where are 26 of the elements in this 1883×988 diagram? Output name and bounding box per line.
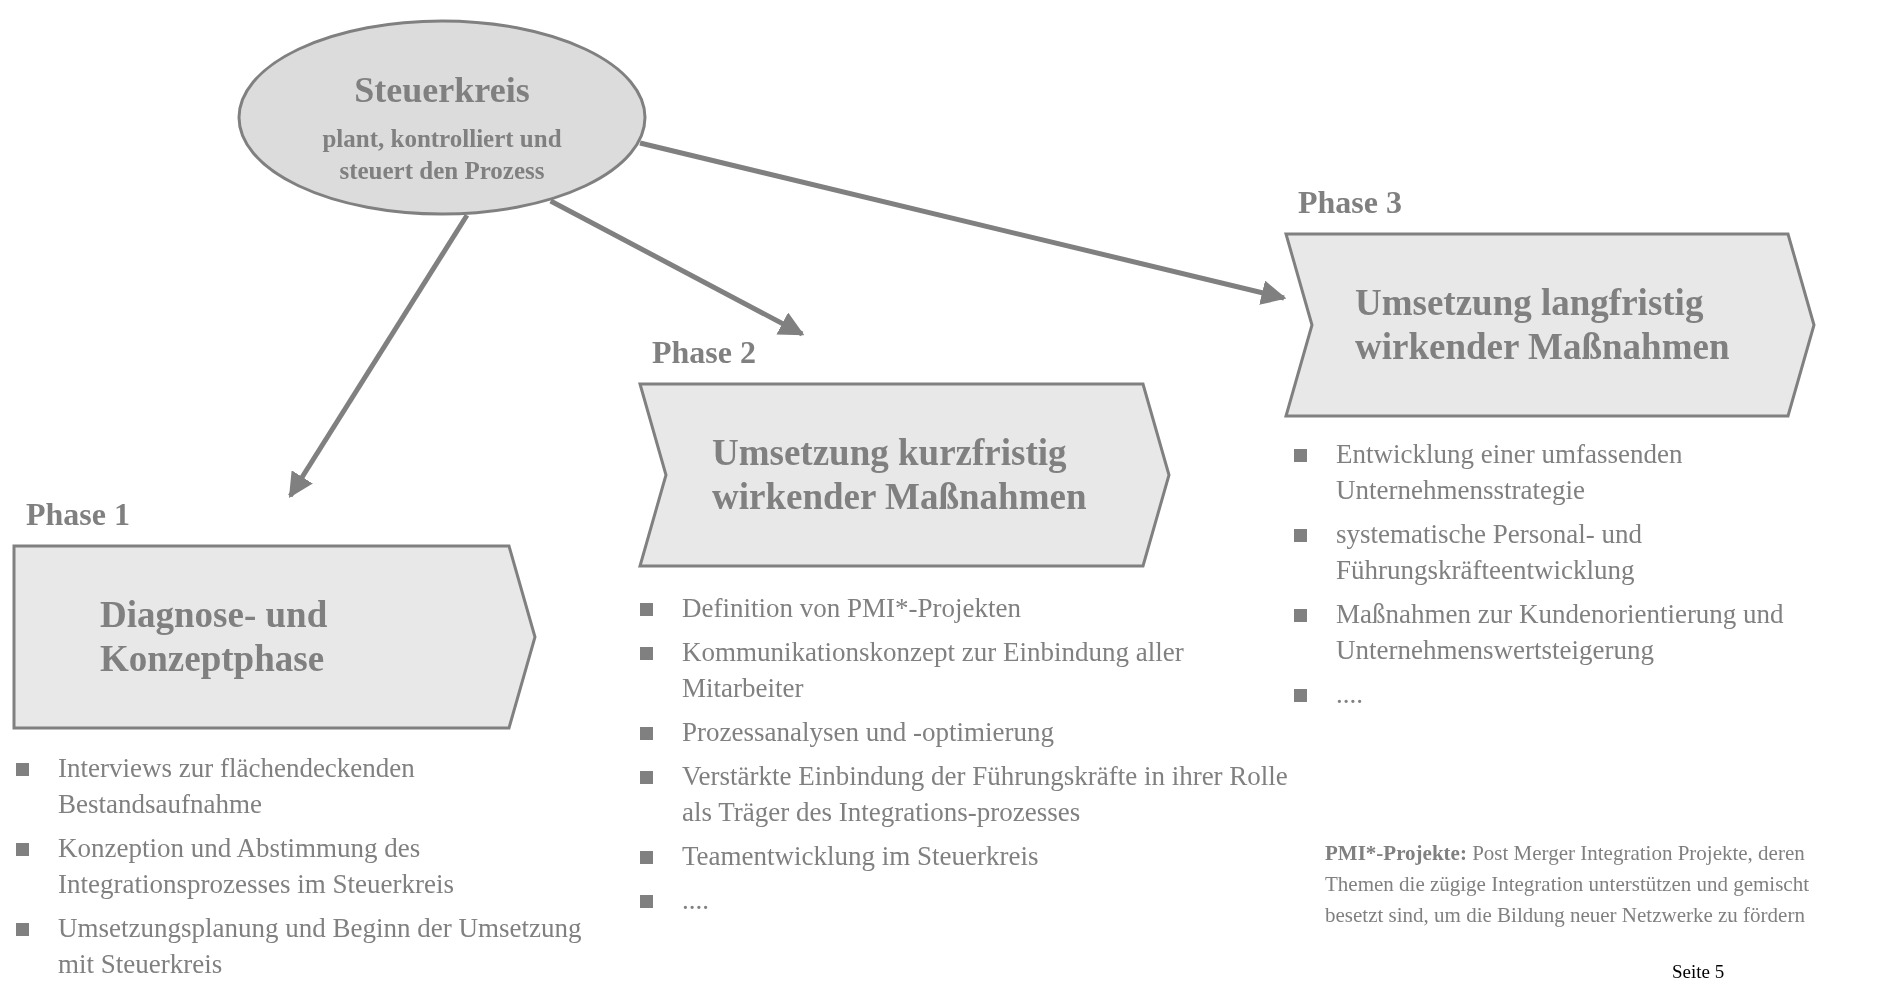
bullet-text: Konzeption und Abstimmung des Integrationsprozesses im Steuerkreis: [58, 833, 454, 899]
bullet-text: Umsetzungsplanung und Beginn der Umsetzung mit Steuerkreis: [58, 913, 582, 979]
steering-committee-ellipse: [237, 19, 647, 216]
ellipse-subtitle: plant, kontrolliert und steuert den Prozess: [321, 124, 563, 186]
bullet-text: Teamentwicklung im Steuerkreis: [682, 841, 1039, 871]
bullet-text: ....: [682, 885, 709, 915]
phase-heading: Phase 1: [26, 496, 130, 533]
ellipse-title: Steuerkreis: [353, 69, 531, 111]
bullet-text: Kommunikationskonzept zur Einbindung aller Mitarbeiter: [682, 637, 1184, 703]
page-number: Seite 5: [1672, 960, 1726, 984]
arrow: [549, 198, 805, 337]
bullet-text: Maßnahmen zur Kundenorientierung und Unternehmenswertsteigerung: [1336, 599, 1784, 665]
bullet-text: Definition von PMI*-Projekten: [682, 593, 1021, 623]
bullet-text: systematische Personal- und Führungskräfteentwicklung: [1336, 519, 1642, 585]
bullet-text: ....: [1336, 679, 1363, 709]
arrow: [639, 140, 1287, 305]
phase-heading: Phase 3: [1298, 184, 1402, 221]
arrow: [288, 213, 470, 499]
bullet-text: Verstärkte Einbindung der Führungskräfte in ihrer Rolle als Träger des Integrations-prozesses: [682, 761, 1288, 827]
phase-title: Umsetzung kurzfristig wirkender Maßnahmen: [712, 431, 1088, 519]
phase-title: Diagnose- und Konzeptphase: [100, 593, 329, 681]
bullet-text: Prozessanalysen und -optimierung: [682, 717, 1054, 747]
footnote-text: PMI*-Projekte: Post Merger Integration Projekte, deren Themen die zügige Integration unterstützen und gemischt besetzt sind, um die Bildung neuer Netzwerke zu fördern: [1325, 840, 1810, 929]
phase-title: Umsetzung langfristig wirkender Maßnahmen: [1355, 281, 1731, 369]
bullet-text: Interviews zur flächendeckenden Bestandsaufnahme: [58, 753, 415, 819]
phase-heading: Phase 2: [652, 334, 756, 371]
